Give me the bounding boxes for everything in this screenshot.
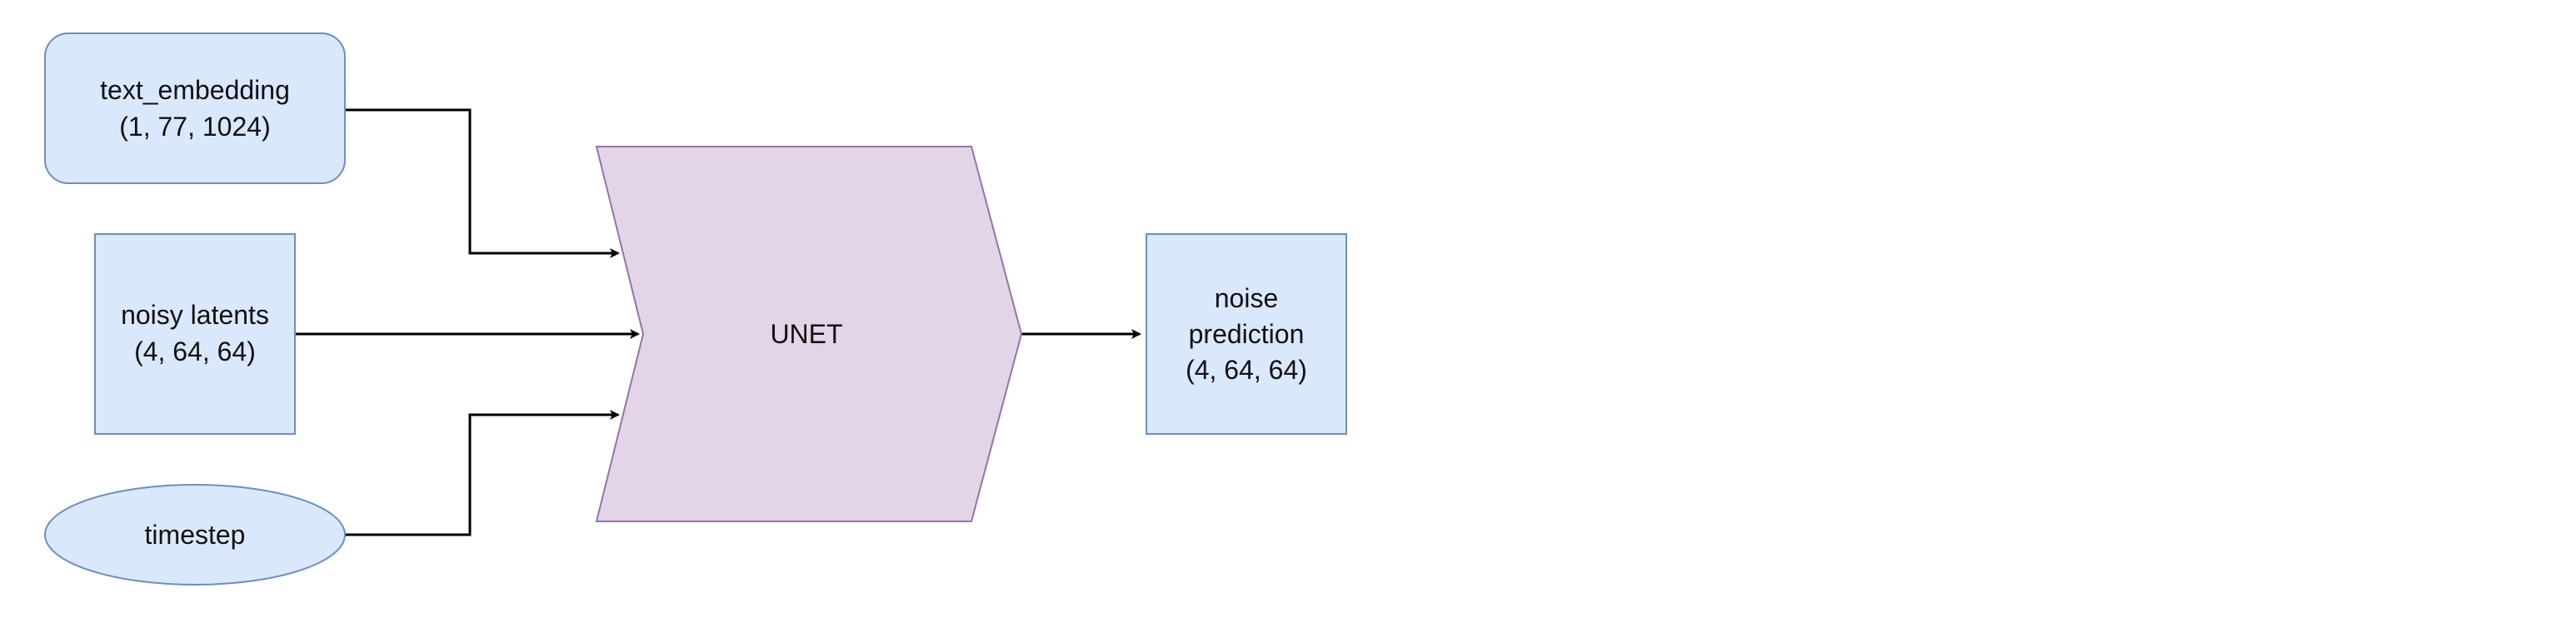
unet-shape (595, 146, 1023, 522)
noise-prediction-shape (1146, 233, 1347, 435)
text-embedding-label: text_embedding (100, 75, 290, 105)
noise-prediction-label-line1: noise (1215, 283, 1279, 313)
noisy-latents-shape (94, 233, 296, 435)
noisy-latents-shape-label: (4, 64, 64) (134, 336, 256, 366)
noise-prediction-shape-label: (4, 64, 64) (1186, 355, 1307, 385)
edge-text-embedding-to-unet (345, 108, 620, 258)
noise-prediction-label-line2: prediction (1189, 319, 1305, 349)
edge-timestep-to-unet (345, 410, 620, 536)
timestep-shape (44, 484, 346, 586)
timestep-node: timestep (44, 484, 346, 586)
text-embedding-shape-label: (1, 77, 1024) (119, 112, 270, 142)
noisy-latents-node: noisy latents (4, 64, 64) (94, 233, 296, 435)
timestep-label: timestep (145, 520, 246, 550)
unet-label: UNET (770, 319, 842, 349)
text-embedding-shape (44, 32, 346, 184)
unet-node: UNET (595, 146, 1023, 522)
noisy-latents-label: noisy latents (121, 300, 269, 330)
noise-prediction-node: noise prediction (4, 64, 64) (1146, 233, 1347, 435)
text-embedding-node: text_embedding (1, 77, 1024) (44, 32, 346, 184)
